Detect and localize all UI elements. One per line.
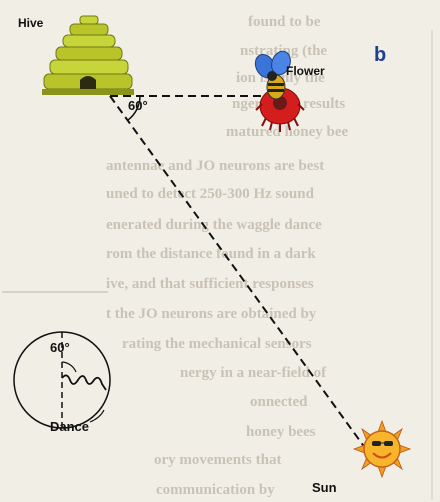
- background-text: found to be nstrating (the ion is only t…: [106, 14, 349, 498]
- bg-text-line: ory movements that: [154, 452, 281, 468]
- angle-arc-dance: [61, 361, 77, 373]
- waggle-path: [61, 374, 107, 391]
- bg-text-line: rating the mechanical sensors: [122, 336, 312, 352]
- bee-on-flower-icon: [254, 50, 305, 132]
- bg-text-line: nergy in a near-field of: [180, 365, 327, 381]
- flower-icon: [255, 87, 305, 132]
- bg-text-line: antennae and JO neurons are best: [106, 158, 324, 174]
- bee-icon: [254, 50, 291, 100]
- angle-label-dance: 60°: [50, 340, 70, 355]
- angle-arc-top: [127, 95, 141, 121]
- dance-diagram: [13, 331, 111, 429]
- bg-text-line: communication by: [156, 482, 275, 498]
- dance-label: Dance: [50, 419, 90, 434]
- panel-label: b: [374, 44, 387, 66]
- bg-text-line: rom the distance found in a dark: [106, 246, 316, 262]
- hive-label: Hive: [18, 16, 44, 30]
- bg-text-line: onnected: [250, 394, 308, 410]
- bg-text-line: ive, and that sufficient responses: [106, 276, 314, 292]
- dance-return-arc: [89, 409, 105, 423]
- bg-text-line: matured honey bee: [226, 124, 349, 140]
- bg-text-line: enerated during the waggle dance: [106, 217, 322, 233]
- sun-icon: [352, 419, 412, 479]
- flower-label: Flower: [286, 64, 325, 78]
- hive-to-sun-line: [109, 95, 369, 453]
- hive-icon: [42, 15, 134, 95]
- bg-text-line: found to be: [248, 14, 321, 30]
- bg-text-line: uned to detect 250-300 Hz sound: [106, 186, 315, 202]
- sun-label: Sun: [312, 480, 337, 495]
- angle-label-top: 60°: [128, 98, 148, 113]
- bg-text-line: honey bees: [246, 424, 316, 440]
- bg-text-line: t the JO neurons are obtained by: [106, 306, 317, 322]
